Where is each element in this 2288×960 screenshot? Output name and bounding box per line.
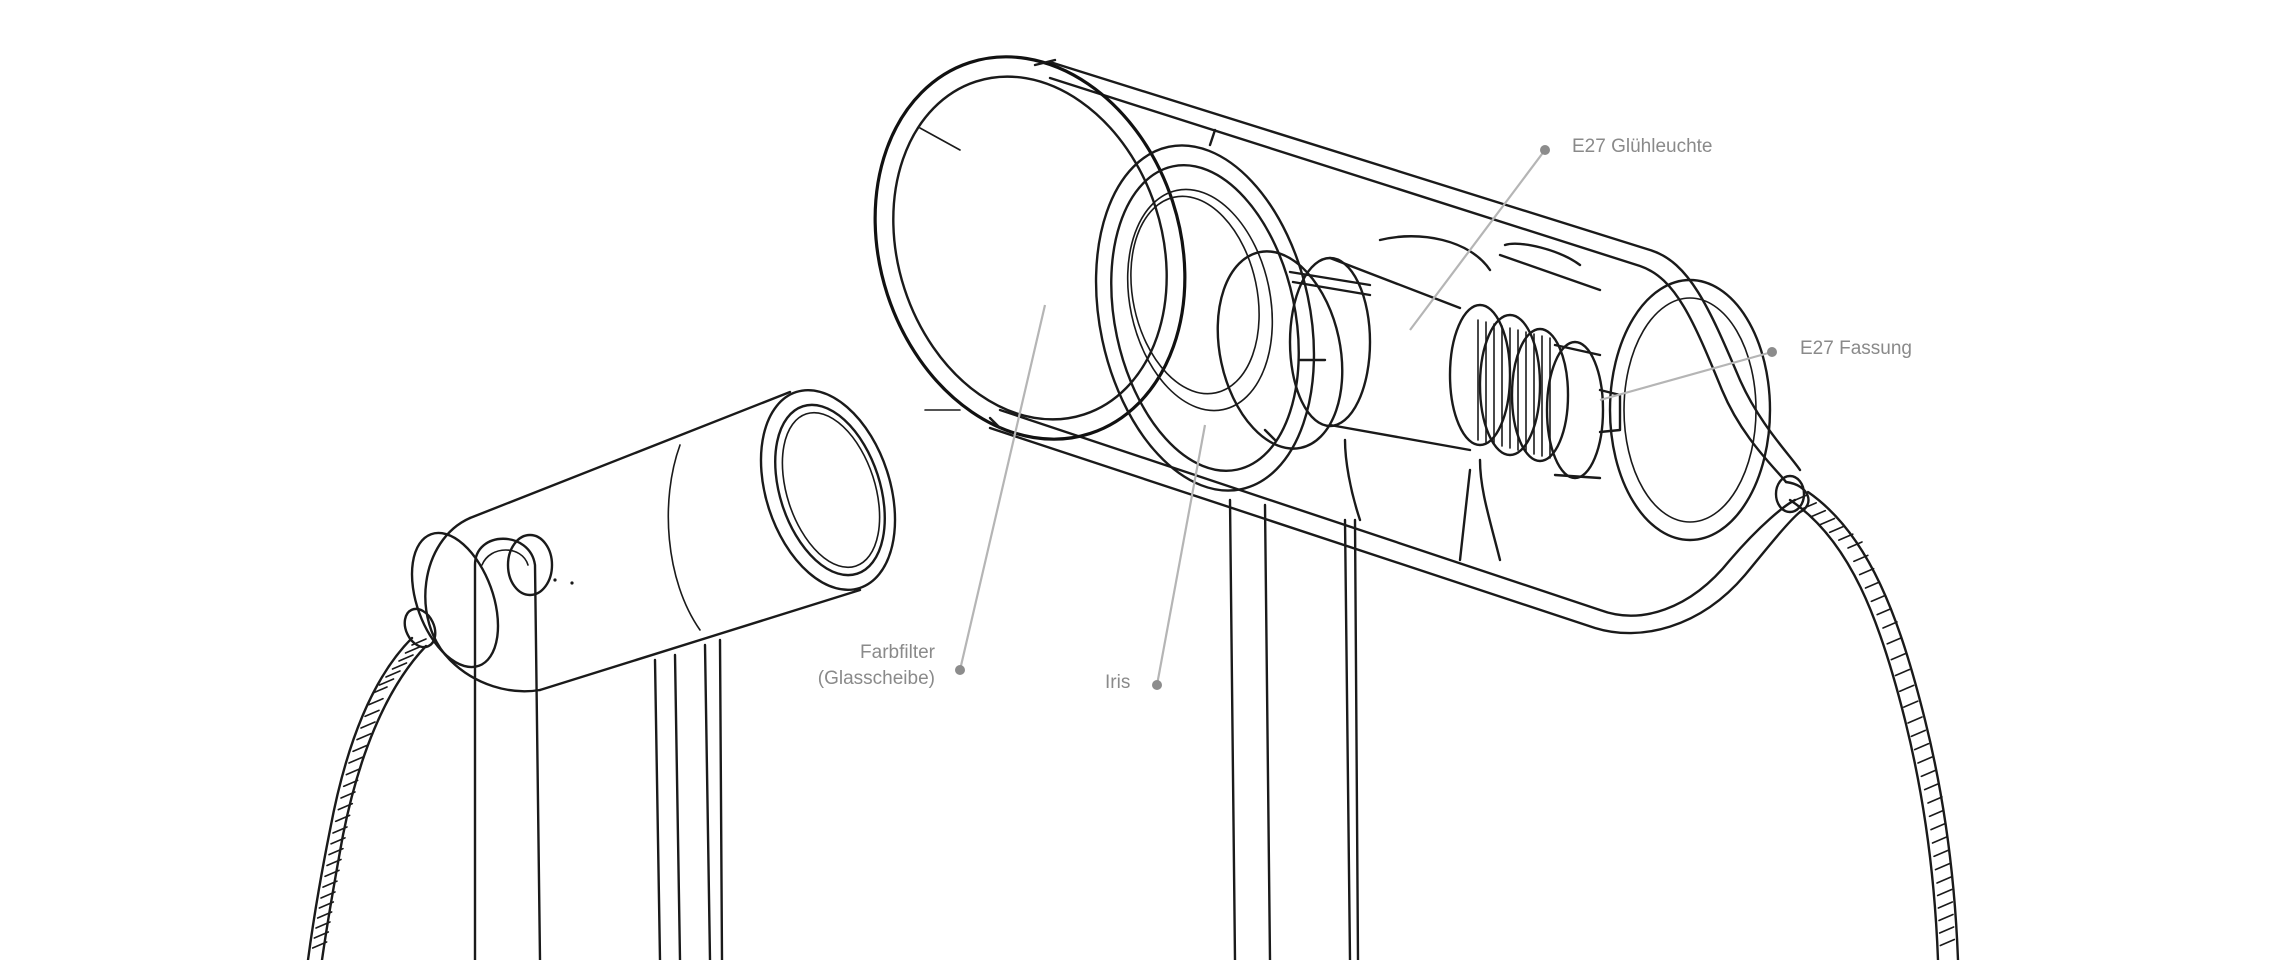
cable-twist-stroke <box>1858 567 1875 576</box>
cable-twist-stroke <box>1792 494 1808 502</box>
leader-iris <box>1155 424 1207 686</box>
cable-twist-stroke <box>1819 517 1836 526</box>
leader-farbfilter <box>958 304 1047 671</box>
large-spotlight-housing <box>873 55 1810 635</box>
label-farbfilter: Farbfilter (Glasscheibe) <box>800 640 935 692</box>
cable-twist-stroke <box>360 721 376 729</box>
cable-twist-stroke <box>1838 533 1854 541</box>
cable-twist-stroke <box>1937 901 1954 909</box>
cable-twist-stroke <box>342 779 359 788</box>
large-spotlight-stand <box>1228 498 1360 960</box>
cable-twist-stroke <box>1927 796 1943 804</box>
cable-twist-stroke <box>1933 849 1949 858</box>
cable-twist-stroke <box>378 678 395 686</box>
cable-twist-stroke <box>372 686 388 694</box>
cable-twist-stroke <box>1882 621 1898 629</box>
dot-gluehleuchte <box>1540 145 1550 155</box>
cable-twist-stroke <box>1810 509 1827 518</box>
cable-twist-stroke <box>345 767 362 776</box>
cable-twist-stroke <box>404 646 421 654</box>
label-farbfilter-line1: Farbfilter <box>860 642 935 663</box>
label-gluehleuchte: E27 Glühleuchte <box>1572 136 1713 157</box>
cable-twist-stroke <box>330 837 346 845</box>
small-spotlight-cable <box>306 636 428 960</box>
dot-fassung <box>1767 347 1777 357</box>
cable-twist-stroke <box>1886 637 1902 645</box>
cable-twist-stroke <box>328 847 344 856</box>
cable-twist-stroke <box>318 901 335 909</box>
cable-twist-stroke <box>1917 756 1933 764</box>
cable-twist-stroke <box>1936 888 1953 897</box>
cable-twist-stroke <box>1931 836 1948 844</box>
cable-twist-stroke <box>1939 938 1956 947</box>
cable-twist-stroke <box>391 662 408 670</box>
cable-twist-stroke <box>1864 581 1881 589</box>
cable-twist-stroke <box>334 814 351 823</box>
cable-twist-stroke <box>315 921 331 929</box>
cable-twist-stroke <box>1894 668 1911 677</box>
cable-twist-stroke <box>1928 809 1945 818</box>
cable-twist-stroke <box>326 858 342 867</box>
cable-twist-stroke <box>1898 684 1915 693</box>
cable-twist-stroke <box>324 869 340 878</box>
small-spotlight-stand <box>473 537 724 960</box>
cable-twist-stroke <box>1801 502 1817 510</box>
leader-fassung <box>1599 350 1773 402</box>
label-farbfilter-line2: (Glasscheibe) <box>817 668 935 689</box>
cable-twist-stroke <box>313 931 330 939</box>
cable-twist-stroke <box>1903 700 1919 708</box>
cable-twist-stroke <box>356 732 372 741</box>
label-iris: Iris <box>1105 672 1131 693</box>
cable-twist-stroke <box>340 791 356 799</box>
dot-iris <box>1152 680 1162 690</box>
cable-twist-stroke <box>1847 541 1863 549</box>
dot-farbfilter <box>955 665 965 675</box>
cable-twist-stroke <box>337 802 354 811</box>
cable-twist-stroke <box>385 670 401 678</box>
cable-twist-stroke <box>1913 742 1930 751</box>
cable-twist-stroke <box>1890 652 1907 661</box>
large-spotlight-cable <box>1788 490 1960 960</box>
cable-twist-stroke <box>1853 554 1869 563</box>
label-fassung: E27 Fassung <box>1800 338 1912 359</box>
cable-twist-stroke <box>311 941 328 949</box>
cable-twist-stroke <box>1876 607 1892 616</box>
cable-twist-stroke <box>1934 862 1951 871</box>
cable-twist-stroke <box>348 756 364 764</box>
cable-twist-stroke <box>1938 913 1954 922</box>
cable-twist-stroke <box>364 709 380 718</box>
cable-twist-stroke <box>332 826 348 834</box>
cable-twist-stroke <box>398 654 414 662</box>
cable-twist-stroke <box>1936 876 1952 884</box>
cable-twist-stroke <box>411 638 427 646</box>
cable-twist-stroke <box>1920 769 1937 778</box>
cable-twist-stroke <box>316 911 333 919</box>
cable-twist-stroke <box>1930 822 1946 831</box>
small-spotlight <box>403 388 897 693</box>
cable-twist-stroke <box>1907 716 1923 724</box>
cable-twist-stroke <box>1910 729 1927 738</box>
cable-twist-stroke <box>1923 782 1940 791</box>
leader-gluehleuchte <box>1409 149 1546 331</box>
cable-twist-stroke <box>1870 594 1887 603</box>
cable-twist-stroke <box>320 891 336 899</box>
leader-lines <box>955 145 1777 690</box>
cable-twist-stroke <box>322 880 338 888</box>
cable-twist-stroke <box>368 697 384 706</box>
cable-twist-stroke <box>1938 926 1955 934</box>
cable-twist-stroke <box>352 744 368 753</box>
cable-twist-stroke <box>1828 525 1845 534</box>
